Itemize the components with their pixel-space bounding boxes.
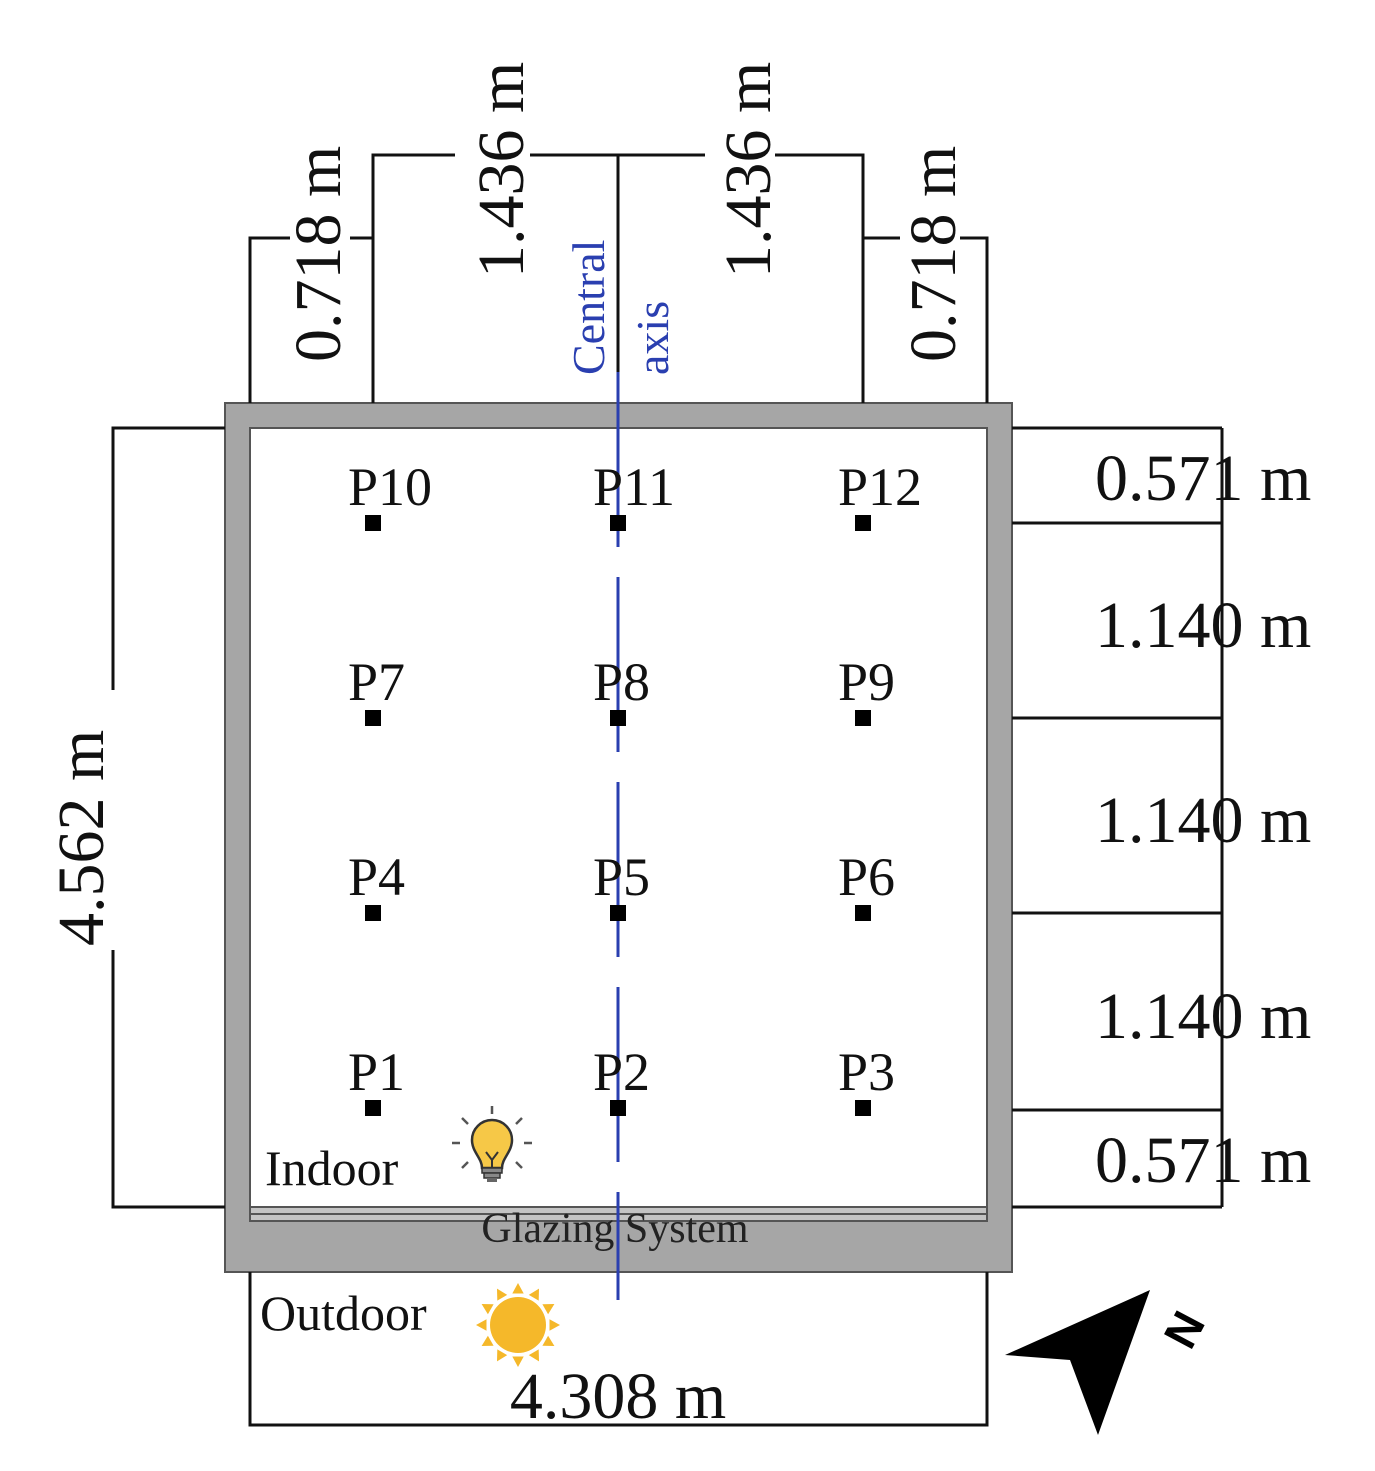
dim-bottom: 4.308 m: [510, 1360, 726, 1433]
measurement-point-p10: P10: [348, 457, 432, 531]
measurement-point-p5: P5: [593, 847, 650, 921]
point-label: P4: [348, 847, 405, 907]
measurement-point-p8: P8: [593, 652, 650, 726]
measurement-point-p4: P4: [348, 847, 405, 921]
point-label: P7: [348, 652, 405, 712]
point-marker: [365, 515, 381, 531]
point-marker: [610, 710, 626, 726]
point-marker: [365, 905, 381, 921]
measurement-points: P1 P2 P3 P4 P5 P6 P7 P8 P9 P10 P11 P12: [348, 457, 922, 1116]
measurement-point-p3: P3: [838, 1042, 895, 1116]
dim-right-3: 1.140 m: [1095, 784, 1311, 857]
measurement-point-p9: P9: [838, 652, 895, 726]
dim-right-1: 0.571 m: [1095, 442, 1311, 515]
point-marker: [365, 710, 381, 726]
measurement-point-p11: P11: [593, 457, 675, 531]
point-label: P10: [348, 457, 432, 517]
top-bracket-inner-right: [618, 153, 865, 403]
point-label: P3: [838, 1042, 895, 1102]
outdoor-label: Outdoor: [260, 1285, 427, 1341]
measurement-point-p2: P2: [593, 1042, 650, 1116]
dim-top-4: 0.718 m: [897, 146, 970, 362]
north-letter: N: [1153, 1303, 1215, 1357]
point-label: P2: [593, 1042, 650, 1102]
dim-top-2: 1.436 m: [465, 62, 538, 278]
point-label: P11: [593, 457, 675, 517]
point-label: P5: [593, 847, 650, 907]
measurement-point-p1: P1: [348, 1042, 405, 1116]
dim-top-3: 1.436 m: [712, 62, 785, 278]
point-marker: [855, 1100, 871, 1116]
glazing-label: Glazing System: [481, 1206, 748, 1252]
point-label: P9: [838, 652, 895, 712]
central-axis-label-1: Central: [563, 240, 614, 375]
measurement-point-p6: P6: [838, 847, 895, 921]
measurement-point-p12: P12: [838, 457, 922, 531]
point-marker: [855, 710, 871, 726]
point-marker: [365, 1100, 381, 1116]
point-marker: [610, 515, 626, 531]
dim-left: 4.562 m: [45, 730, 118, 946]
point-label: P6: [838, 847, 895, 907]
measurement-point-p7: P7: [348, 652, 405, 726]
dim-top-1: 0.718 m: [282, 146, 355, 362]
point-label: P12: [838, 457, 922, 517]
dim-right-4: 1.140 m: [1095, 980, 1311, 1053]
point-marker: [855, 905, 871, 921]
point-label: P8: [593, 652, 650, 712]
north-arrow-icon: N: [1005, 1290, 1215, 1435]
point-marker: [610, 1100, 626, 1116]
point-marker: [855, 515, 871, 531]
indoor-label: Indoor: [265, 1140, 399, 1196]
bottom-dimension-line: [248, 1272, 989, 1427]
right-dimension-lines: [1012, 426, 1224, 1209]
sun-icon: [476, 1283, 560, 1367]
lightbulb-icon: [452, 1106, 532, 1182]
dim-right-2: 1.140 m: [1095, 589, 1311, 662]
left-dimension-line: [111, 426, 225, 1209]
central-axis-label-2: axis: [627, 301, 678, 375]
point-marker: [610, 905, 626, 921]
point-label: P1: [348, 1042, 405, 1102]
dim-right-5: 0.571 m: [1095, 1124, 1311, 1197]
